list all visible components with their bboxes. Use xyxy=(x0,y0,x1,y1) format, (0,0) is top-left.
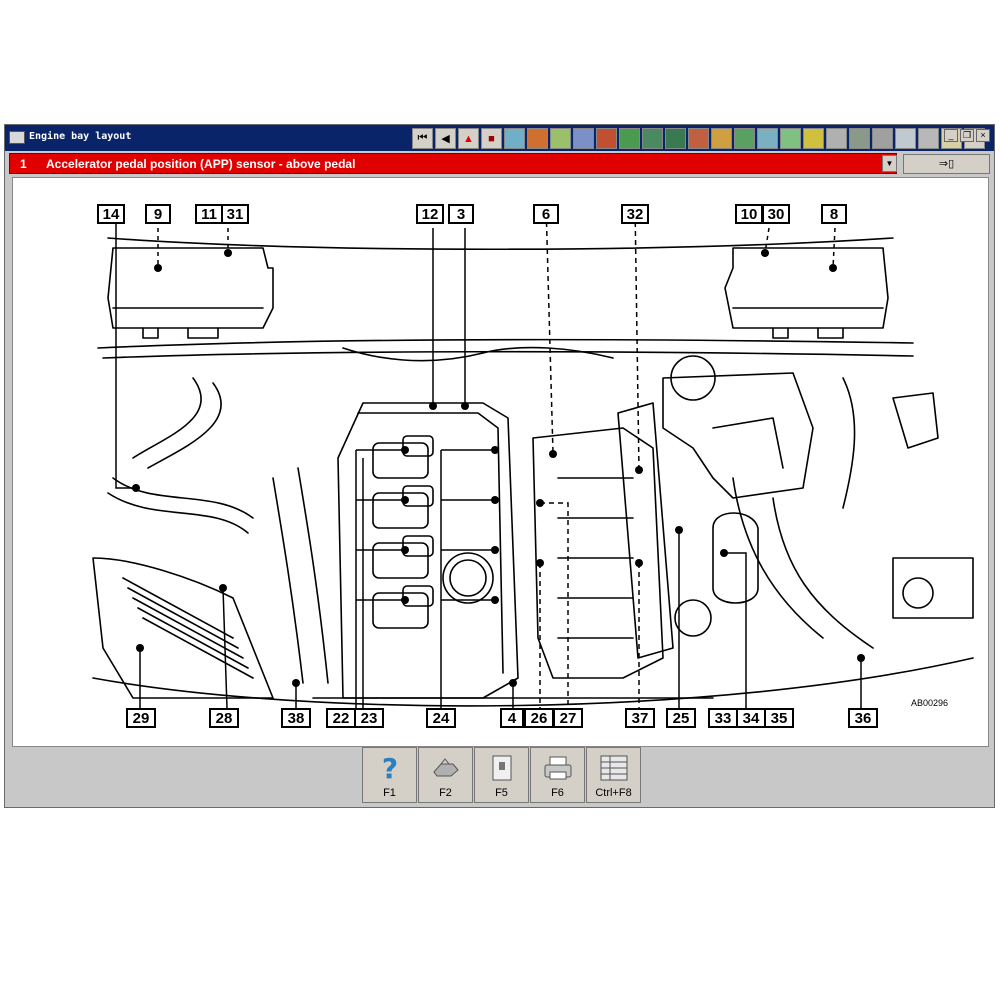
callout-29[interactable]: 29 xyxy=(126,708,156,728)
window-controls: _ ❐ × xyxy=(944,129,990,142)
callout-25[interactable]: 25 xyxy=(666,708,696,728)
callout-11[interactable]: 11 xyxy=(195,204,223,224)
callout-23[interactable]: 23 xyxy=(354,708,384,728)
restore-icon[interactable]: ❐ xyxy=(960,129,974,142)
fkey-label: F6 xyxy=(551,787,564,799)
tool-3-icon[interactable] xyxy=(550,128,571,149)
fkey-label: Ctrl+F8 xyxy=(595,787,632,799)
right-fuse-box xyxy=(724,247,889,329)
callout-31[interactable]: 31 xyxy=(221,204,249,224)
fkey-label: F5 xyxy=(495,787,508,799)
app-icon xyxy=(9,131,25,144)
document-icon xyxy=(475,754,528,782)
help-icon: ? xyxy=(363,753,416,783)
component-name: Accelerator pedal position (APP) sensor … xyxy=(46,157,356,171)
oil-cap xyxy=(442,552,494,604)
callout-32[interactable]: 32 xyxy=(621,204,649,224)
intake-manifold xyxy=(532,427,664,679)
coolant-reservoir xyxy=(662,372,814,499)
tool-17-icon[interactable] xyxy=(872,128,893,149)
tool-5-icon[interactable] xyxy=(596,128,617,149)
tool-2-icon[interactable] xyxy=(527,128,548,149)
left-fuse-box xyxy=(107,247,274,329)
tool-12-icon[interactable] xyxy=(757,128,778,149)
callout-38[interactable]: 38 xyxy=(281,708,311,728)
callout-9[interactable]: 9 xyxy=(145,204,171,224)
callout-36[interactable]: 36 xyxy=(848,708,878,728)
window-title: Engine bay layout xyxy=(29,131,132,142)
exit-button[interactable]: ⇒▯ xyxy=(903,154,990,174)
callout-3[interactable]: 3 xyxy=(448,204,474,224)
tool-7-icon[interactable] xyxy=(642,128,663,149)
minimize-icon[interactable]: _ xyxy=(944,129,958,142)
callout-33[interactable]: 33 xyxy=(708,708,738,728)
tool-8-icon[interactable] xyxy=(665,128,686,149)
tool-6-icon[interactable] xyxy=(619,128,640,149)
table-icon xyxy=(587,754,640,782)
prev-icon[interactable]: ◀ xyxy=(435,128,456,149)
tool-14-icon[interactable] xyxy=(803,128,824,149)
toolbar: ⏮ ◀ ▲ ■ xyxy=(412,128,985,150)
callout-12[interactable]: 12 xyxy=(416,204,444,224)
callout-26[interactable]: 26 xyxy=(524,708,554,728)
tool-19-icon[interactable] xyxy=(918,128,939,149)
tool-18-icon[interactable] xyxy=(895,128,916,149)
callout-14[interactable]: 14 xyxy=(97,204,125,224)
tool-9-icon[interactable] xyxy=(688,128,709,149)
anchor-dots xyxy=(132,249,865,687)
callout-6[interactable]: 6 xyxy=(533,204,559,224)
bonnet-line xyxy=(107,237,894,251)
f5-button[interactable]: F5 xyxy=(474,747,529,803)
flag-icon[interactable]: ■ xyxy=(481,128,502,149)
engine-bay-drawing xyxy=(92,203,974,709)
ctrl-f8-button[interactable]: Ctrl+F8 xyxy=(586,747,641,803)
application-window: Engine bay layout ⏮ ◀ ▲ ■ xyxy=(4,124,995,808)
tool-13-icon[interactable] xyxy=(780,128,801,149)
first-page-icon[interactable]: ⏮ xyxy=(412,128,433,149)
ignition-coils xyxy=(372,435,434,629)
fkey-label: F2 xyxy=(439,787,452,799)
callout-30[interactable]: 30 xyxy=(762,204,790,224)
hand-icon xyxy=(419,754,472,782)
air-filter xyxy=(92,557,274,699)
diagram-code: AB00296 xyxy=(911,698,949,708)
brake-fluid-reservoir xyxy=(712,512,759,604)
svg-text:?: ? xyxy=(381,753,397,783)
f1-help-button[interactable]: ? F1 xyxy=(362,747,417,803)
warning-icon[interactable]: ▲ xyxy=(458,128,479,149)
callout-37[interactable]: 37 xyxy=(625,708,655,728)
callout-27[interactable]: 27 xyxy=(553,708,583,728)
callout-35[interactable]: 35 xyxy=(764,708,794,728)
close-icon[interactable]: × xyxy=(976,129,990,142)
f2-button[interactable]: F2 xyxy=(418,747,473,803)
tool-16-icon[interactable] xyxy=(849,128,870,149)
tool-4-icon[interactable] xyxy=(573,128,594,149)
component-number: 1 xyxy=(20,157,27,171)
callout-22[interactable]: 22 xyxy=(326,708,356,728)
title-bar: Engine bay layout ⏮ ◀ ▲ ■ xyxy=(5,125,994,151)
callout-34[interactable]: 34 xyxy=(736,708,766,728)
cylinder-head xyxy=(337,402,519,699)
component-selector[interactable]: 1 Accelerator pedal position (APP) senso… xyxy=(9,153,897,174)
diagram-canvas: 14 9 11 31 12 3 6 32 10 30 8 29 28 38 22… xyxy=(12,177,989,747)
tool-15-icon[interactable] xyxy=(826,128,847,149)
leader-lines xyxy=(115,203,862,709)
callout-24[interactable]: 24 xyxy=(426,708,456,728)
tool-11-icon[interactable] xyxy=(734,128,755,149)
tool-10-icon[interactable] xyxy=(711,128,732,149)
callout-10[interactable]: 10 xyxy=(735,204,763,224)
washer-reservoir xyxy=(892,392,939,449)
print-icon xyxy=(531,754,584,782)
function-key-bar: ? F1 F2 F5 F6 Ctrl+F8 xyxy=(362,747,641,803)
callout-4[interactable]: 4 xyxy=(500,708,524,728)
tool-1-icon[interactable] xyxy=(504,128,525,149)
front-panel xyxy=(92,657,974,707)
dropdown-arrow-icon[interactable]: ▼ xyxy=(882,155,897,172)
callout-8[interactable]: 8 xyxy=(821,204,847,224)
fkey-label: F1 xyxy=(383,787,396,799)
callout-28[interactable]: 28 xyxy=(209,708,239,728)
f6-print-button[interactable]: F6 xyxy=(530,747,585,803)
